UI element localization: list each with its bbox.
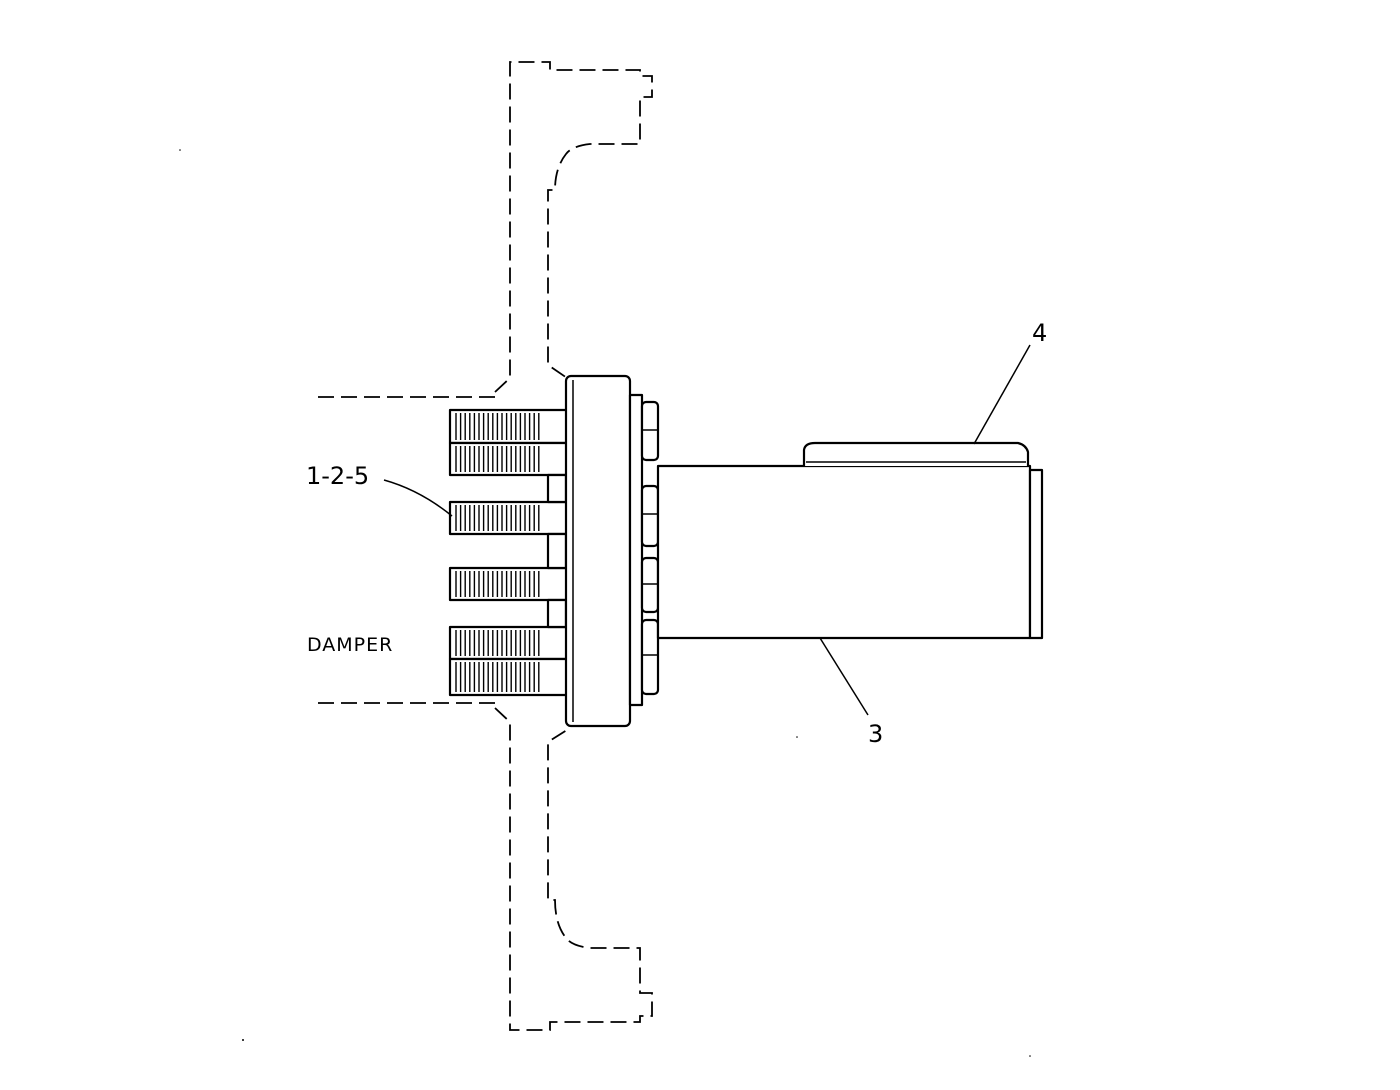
- scan-speck: [1029, 1055, 1031, 1057]
- spacer-tab-lower: [546, 598, 568, 629]
- callout-4: 4: [1032, 319, 1047, 347]
- bolt-threads: [455, 413, 540, 692]
- leader-line-3: [819, 637, 869, 716]
- bolt-5: [448, 625, 570, 661]
- callout-3: 3: [868, 720, 883, 748]
- spacer-tab-upper: [546, 473, 568, 504]
- shaft-end-cap: [1028, 468, 1044, 640]
- leader-line-4: [973, 344, 1031, 445]
- bolt-2: [448, 441, 570, 477]
- scan-speck: [796, 736, 798, 738]
- nut-stack: [628, 393, 660, 707]
- damper-label: DAMPER: [307, 634, 393, 656]
- spacer-tab-middle: [546, 532, 568, 570]
- pad-part-4: [802, 441, 1030, 466]
- pulley-upper-outline: [494, 61, 653, 393]
- bolt-6: [448, 657, 570, 697]
- bolt-4: [448, 566, 570, 602]
- bolt-1: [448, 408, 570, 445]
- adapter-plate: [564, 374, 632, 728]
- callout-125: 1-2-5: [306, 462, 369, 490]
- shaft-part-3: [656, 464, 1032, 640]
- pulley-lower-outline: [494, 707, 653, 1031]
- scan-speck: [242, 1039, 244, 1041]
- damper-outline: [318, 61, 653, 1031]
- scan-speck: [179, 149, 181, 151]
- leader-line-125: [383, 479, 453, 517]
- bolt-3: [448, 500, 570, 536]
- bolts: [448, 408, 570, 697]
